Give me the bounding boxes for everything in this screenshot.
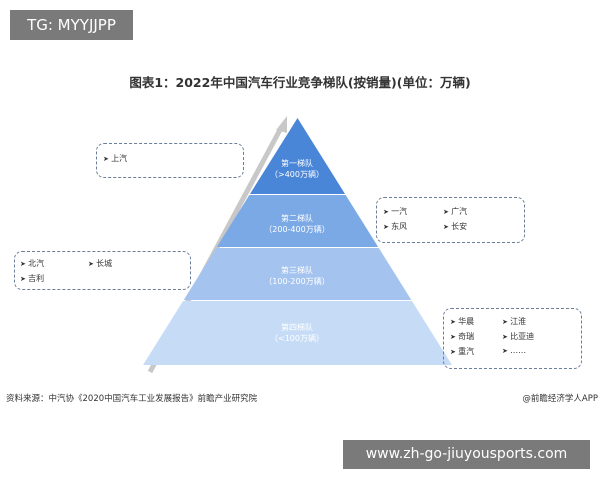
company: 上汽	[103, 153, 127, 164]
tier-1-label: 第一梯队 （>400万辆）	[237, 158, 357, 180]
tier-range: （>400万辆）	[270, 170, 324, 179]
tier-2-label: 第二梯队 （200-400万辆）	[237, 213, 357, 235]
tier-2-box: 一汽 广汽 东风 长安	[376, 197, 525, 243]
company: 比亚迪	[502, 331, 534, 342]
arrow-head	[276, 116, 287, 133]
company: 江淮	[502, 316, 526, 327]
tier-2-band	[216, 195, 379, 247]
company: 吉利	[20, 273, 44, 284]
company: 长安	[443, 221, 467, 232]
company: 重汽	[450, 346, 474, 357]
tier-4-band	[143, 301, 452, 365]
company: 华晨	[450, 316, 474, 327]
company: 奇瑞	[450, 331, 474, 342]
source-note: 资料来源：中汽协《2020中国汽车工业发展报告》前瞻产业研究院	[6, 394, 258, 404]
watermark-tag: TG: MYYJJPP	[10, 10, 133, 40]
credit: @前瞻经济学人APP	[522, 394, 598, 404]
tier-1-box: 上汽	[96, 143, 244, 178]
tier-3-box: 北汽 长城 吉利	[14, 251, 191, 290]
tier-1-band	[249, 118, 346, 194]
url-watermark: www.zh-go-jiuyousports.com	[343, 440, 590, 469]
company: ……	[502, 346, 526, 355]
tier-range: （<100万辆）	[270, 334, 324, 343]
tier-4-label: 第四梯队 （<100万辆）	[237, 322, 357, 344]
company: 广汽	[443, 206, 467, 217]
tier-name: 第三梯队	[281, 266, 313, 275]
company: 长城	[88, 258, 112, 269]
company: 东风	[383, 221, 407, 232]
company: 北汽	[20, 258, 44, 269]
tier-3-label: 第三梯队 （100-200万辆）	[237, 265, 357, 287]
tier-name: 第一梯队	[281, 159, 313, 168]
chart-title: 图表1：2022年中国汽车行业竞争梯队(按销量)(单位：万辆)	[129, 75, 471, 90]
tier-3-band	[183, 248, 412, 300]
tier-name: 第二梯队	[281, 214, 313, 223]
tier-name: 第四梯队	[281, 323, 313, 332]
company: 一汽	[383, 206, 407, 217]
tier-range: （100-200万辆）	[264, 277, 330, 286]
tier-range: （200-400万辆）	[264, 225, 330, 234]
tier-4-box: 华晨 江淮 奇瑞 比亚迪 重汽 ……	[443, 308, 582, 369]
